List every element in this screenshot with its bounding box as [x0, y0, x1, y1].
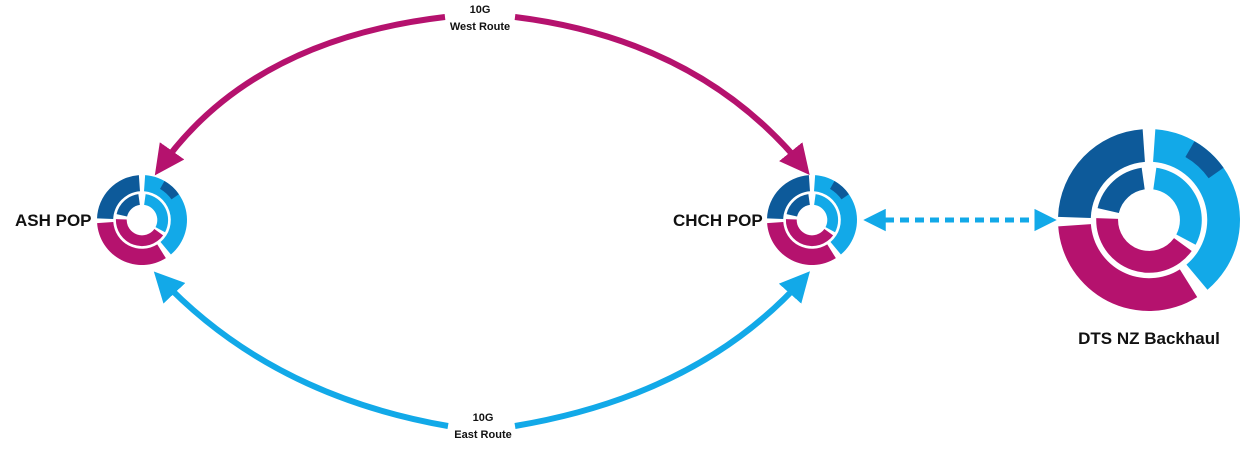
east-route-connector [153, 271, 810, 429]
outer-accent-segment [830, 181, 849, 200]
outer-top-left-segment [1058, 129, 1145, 218]
inner-top-left-segment [116, 194, 140, 217]
outer-top-left-segment [97, 175, 140, 219]
west-route-arrow [154, 14, 446, 176]
outer-accent-segment [160, 181, 179, 200]
west-route-arrow-east-end [514, 14, 810, 175]
inner-bottom-segment [785, 219, 834, 247]
inner-right-segment [1153, 167, 1202, 245]
west-route-connector [154, 14, 810, 176]
inner-bottom-segment [1096, 218, 1192, 273]
chch-pop-label: CHCH POP [673, 211, 763, 230]
east-route-capacity: 10G [473, 412, 494, 424]
inner-bottom-segment [115, 219, 164, 247]
east-route-arrow-east-end [514, 271, 810, 429]
dts-backhaul-ring [1058, 129, 1240, 311]
east-route-name: East Route [454, 429, 511, 441]
outer-bottom-segment [1058, 224, 1198, 311]
inner-top-left-segment [786, 194, 810, 217]
chch-pop-ring [767, 175, 857, 265]
outer-bottom-segment [767, 222, 836, 265]
outer-accent-segment [1185, 141, 1224, 179]
ash-pop-label: ASH POP [15, 211, 92, 230]
inner-right-segment [144, 194, 169, 233]
east-route-arrow [153, 271, 449, 429]
inner-right-segment [814, 194, 839, 233]
ash-pop-ring [97, 175, 188, 265]
west-route-name: West Route [450, 21, 510, 33]
dts-backhaul-label: DTS NZ Backhaul [1078, 329, 1220, 348]
outer-top-left-segment [767, 175, 810, 219]
outer-bottom-segment [97, 222, 166, 265]
west-route-capacity: 10G [470, 4, 491, 16]
inner-top-left-segment [1097, 167, 1145, 214]
